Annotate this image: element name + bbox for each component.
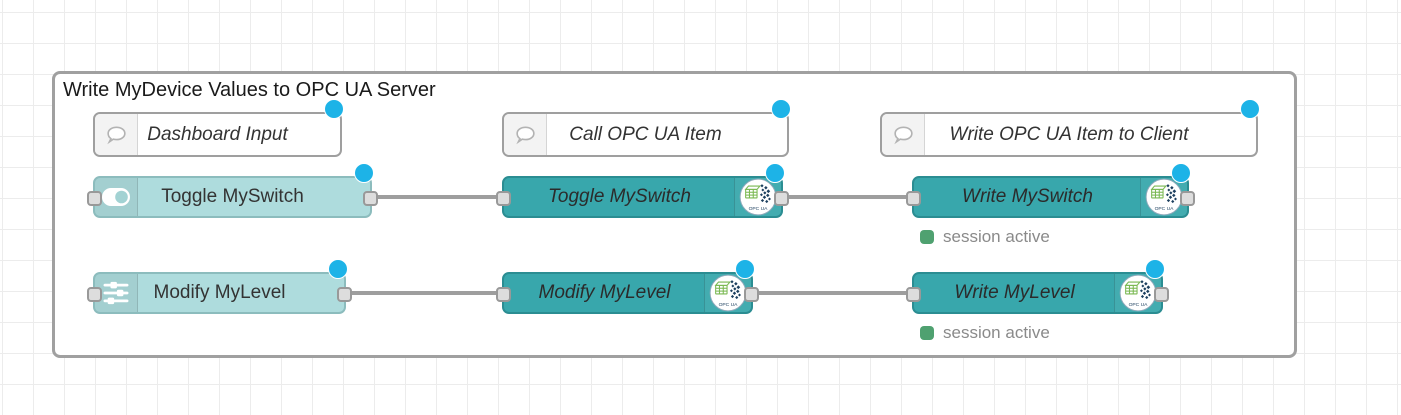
node-opcua-call-toggle-myswitch[interactable]: Toggle MySwitch <box>496 163 789 218</box>
opcua-logo-icon: OPC UA <box>704 274 751 312</box>
input-port[interactable] <box>496 191 511 206</box>
changed-indicator <box>324 99 344 119</box>
comment-node-call-opcua-item[interactable]: Call OPC UA Item <box>502 99 791 157</box>
node-opcua-call-modify-mylevel[interactable]: Modify MyLevel <box>496 259 759 314</box>
wire[interactable] <box>368 195 508 199</box>
toggle-icon <box>95 178 138 216</box>
svg-text:OPC UA: OPC UA <box>1155 206 1175 212</box>
input-port[interactable] <box>87 191 102 206</box>
node-status: session active <box>920 227 1050 247</box>
changed-indicator <box>354 163 374 183</box>
node-label: Write MyLevel <box>954 282 1075 303</box>
wire[interactable] <box>342 291 508 295</box>
wire[interactable] <box>749 291 918 295</box>
speech-bubble-icon <box>504 114 547 155</box>
changed-indicator <box>765 163 785 183</box>
output-port[interactable] <box>774 191 789 206</box>
output-port[interactable] <box>1180 191 1195 206</box>
node-label: Write MySwitch <box>962 186 1093 207</box>
status-text: session active <box>943 227 1050 246</box>
changed-indicator <box>735 259 755 279</box>
node-label: Toggle MySwitch <box>548 186 691 207</box>
input-port[interactable] <box>87 287 102 302</box>
comment-node-write-opcua-item[interactable]: Write OPC UA Item to Client <box>880 99 1260 157</box>
node-status: session active <box>920 323 1050 343</box>
changed-indicator <box>328 259 348 279</box>
speech-bubble-icon <box>95 114 138 155</box>
output-port[interactable] <box>337 287 352 302</box>
node-ui-modify-mylevel[interactable]: Modify MyLevel <box>87 259 352 314</box>
opcua-logo-icon: OPC UA <box>734 178 781 216</box>
input-port[interactable] <box>906 287 921 302</box>
node-label: Toggle MySwitch <box>161 186 304 207</box>
node-label: Call OPC UA Item <box>569 124 722 145</box>
input-port[interactable] <box>496 287 511 302</box>
node-label: Modify MyLevel <box>538 282 671 303</box>
comment-node-dashboard-input[interactable]: Dashboard Input <box>93 99 344 157</box>
svg-text:OPC UA: OPC UA <box>719 302 739 308</box>
node-opcua-write-myswitch[interactable]: Write MySwitch <box>906 163 1195 218</box>
changed-indicator <box>1145 259 1165 279</box>
output-port[interactable] <box>363 191 378 206</box>
status-text: session active <box>943 323 1050 342</box>
output-port[interactable] <box>1154 287 1169 302</box>
node-opcua-write-mylevel[interactable]: Write MyLevel <box>906 259 1169 314</box>
changed-indicator <box>771 99 791 119</box>
node-ui-toggle-myswitch[interactable]: Toggle MySwitch <box>87 163 378 218</box>
speech-bubble-icon <box>882 114 925 155</box>
svg-text:OPC UA: OPC UA <box>749 206 769 212</box>
input-port[interactable] <box>906 191 921 206</box>
opcua-logo-icon: OPC UA <box>1140 178 1187 216</box>
sliders-icon <box>95 274 138 312</box>
svg-text:OPC UA: OPC UA <box>1129 302 1149 308</box>
node-label: Write OPC UA Item to Client <box>949 124 1189 145</box>
output-port[interactable] <box>744 287 759 302</box>
changed-indicator <box>1171 163 1191 183</box>
group-title: Write MyDevice Values to OPC UA Server <box>63 79 436 101</box>
node-label: Modify MyLevel <box>153 282 286 303</box>
wire[interactable] <box>776 195 918 199</box>
node-label: Dashboard Input <box>147 124 288 145</box>
changed-indicator <box>1240 99 1260 119</box>
status-indicator <box>920 230 934 244</box>
status-indicator <box>920 326 934 340</box>
